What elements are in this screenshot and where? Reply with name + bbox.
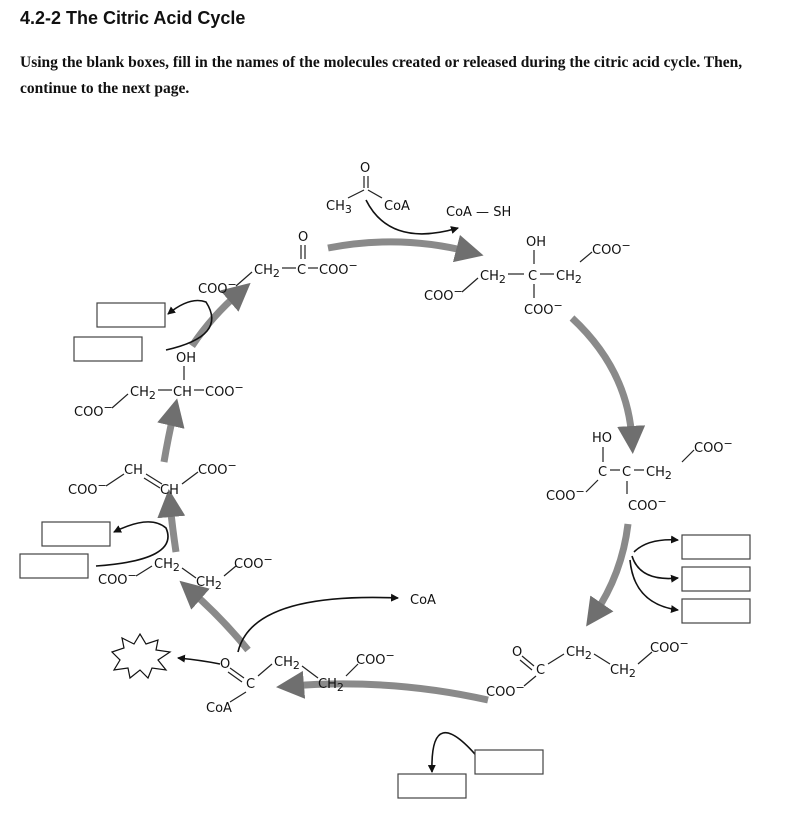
acetyl-coa-label: CoA <box>384 199 410 214</box>
svg-text:CH: CH <box>173 385 192 400</box>
answer-box-5[interactable] <box>681 534 751 560</box>
svg-text:CH2: CH2 <box>130 385 156 402</box>
svg-text:COO−: COO− <box>198 278 237 297</box>
svg-text:C: C <box>598 465 607 480</box>
cycle-arrow-3 <box>586 523 632 627</box>
answer-box-2[interactable] <box>73 336 143 362</box>
svg-text:COO−: COO− <box>650 637 689 656</box>
svg-text:CH2: CH2 <box>196 575 222 592</box>
answer-box-7[interactable] <box>681 598 751 624</box>
svg-text:COO−: COO− <box>319 259 358 278</box>
succinate: COO− CH2 CH2 COO− <box>98 553 273 592</box>
svg-text:CH2: CH2 <box>480 269 506 286</box>
svg-text:COO−: COO− <box>424 285 463 304</box>
svg-text:CH2: CH2 <box>318 677 344 694</box>
acetyl-coa-input-arrow <box>365 199 459 235</box>
oxaloacetate-product-arrow <box>165 299 213 351</box>
svg-text:COO−: COO− <box>628 495 667 514</box>
svg-text:COO−: COO− <box>592 239 631 258</box>
oxaloacetate: O COO− CH2 C COO− <box>198 230 358 297</box>
cycle-arrow-1 <box>327 234 484 263</box>
svg-text:COO−: COO− <box>198 459 237 478</box>
svg-text:O: O <box>220 657 230 672</box>
svg-text:CH2: CH2 <box>154 557 180 574</box>
svg-text:CH2: CH2 <box>646 465 672 482</box>
alpha-ketoglutarate-down-arrow <box>427 731 481 773</box>
cycle-arrow-4 <box>276 670 489 704</box>
starburst-icon <box>110 632 172 680</box>
succinyl-coa-label: CoA <box>206 701 232 716</box>
svg-text:C: C <box>246 677 255 692</box>
instructions-text: Using the blank boxes, fill in the names… <box>20 54 743 97</box>
svg-text:CH2: CH2 <box>254 263 280 280</box>
isocitrate-right-arrow-3 <box>629 559 679 614</box>
fumarate-product-arrow <box>95 521 169 567</box>
svg-text:COO−: COO− <box>68 479 107 498</box>
answer-box-1[interactable] <box>96 302 166 328</box>
answer-box-3[interactable] <box>41 521 111 547</box>
svg-text:C: C <box>536 663 545 678</box>
svg-text:CH: CH <box>160 483 179 498</box>
succinyl-coa: O C CH2 CH2 COO− CoA CoA <box>206 593 436 716</box>
svg-text:OH: OH <box>176 351 196 366</box>
svg-text:O: O <box>512 645 522 660</box>
svg-text:COO−: COO− <box>694 437 733 456</box>
answer-box-8[interactable] <box>474 749 544 775</box>
starburst-arrow <box>177 654 221 665</box>
isocitrate-right-arrow-2 <box>631 555 679 583</box>
svg-text:COO−: COO− <box>74 401 113 420</box>
svg-text:C: C <box>297 263 306 278</box>
svg-text:COO−: COO− <box>98 569 137 588</box>
released-coa-label: CoA <box>410 593 436 608</box>
cycle-arrow-2 <box>569 315 646 454</box>
svg-text:O: O <box>298 230 308 245</box>
cycle-arrow-5 <box>179 580 251 653</box>
answer-box-6[interactable] <box>681 566 751 592</box>
cycle-arrow-6 <box>157 489 186 553</box>
svg-text:OH: OH <box>526 235 546 250</box>
svg-text:CH: CH <box>124 463 143 478</box>
answer-box-4[interactable] <box>19 553 89 579</box>
page-title: 4.2-2 The Citric Acid Cycle <box>20 8 246 28</box>
svg-text:C: C <box>528 269 537 284</box>
alpha-ketoglutarate: O C CH2 CH2 COO− COO− <box>486 637 689 700</box>
isocitrate-right-arrow-1 <box>633 535 679 553</box>
citrate: OH COO− COO− CH2 C CH2 COO− <box>424 235 631 318</box>
svg-text:COO−: COO− <box>546 485 585 504</box>
svg-text:CH2: CH2 <box>566 645 592 662</box>
malate: OH COO− CH2 CH COO− <box>74 351 244 420</box>
svg-text:COO−: COO− <box>234 553 273 572</box>
fumarate: COO− CH CH COO− <box>68 459 237 498</box>
svg-text:CH2: CH2 <box>610 663 636 680</box>
cycle-arrow-7 <box>157 398 185 463</box>
isocitrate: HO COO− C C CH2 COO− COO− <box>546 431 733 514</box>
svg-text:COO−: COO− <box>486 681 525 700</box>
coa-sh-label: CoA — SH <box>446 205 511 220</box>
svg-text:COO−: COO− <box>205 381 244 400</box>
svg-text:C: C <box>622 465 631 480</box>
svg-text:COO−: COO− <box>524 299 563 318</box>
answer-box-9[interactable] <box>397 773 467 799</box>
svg-text:CH2: CH2 <box>274 655 300 672</box>
svg-text:HO: HO <box>592 431 612 446</box>
svg-text:CH2: CH2 <box>556 269 582 286</box>
coa-release-arrow <box>237 593 399 653</box>
acetyl-o: O <box>360 161 370 176</box>
svg-text:COO−: COO− <box>356 649 395 668</box>
svg-text:CH3: CH3 <box>326 199 352 216</box>
acetyl-coa: O CH3 CoA CoA — SH <box>326 161 511 220</box>
